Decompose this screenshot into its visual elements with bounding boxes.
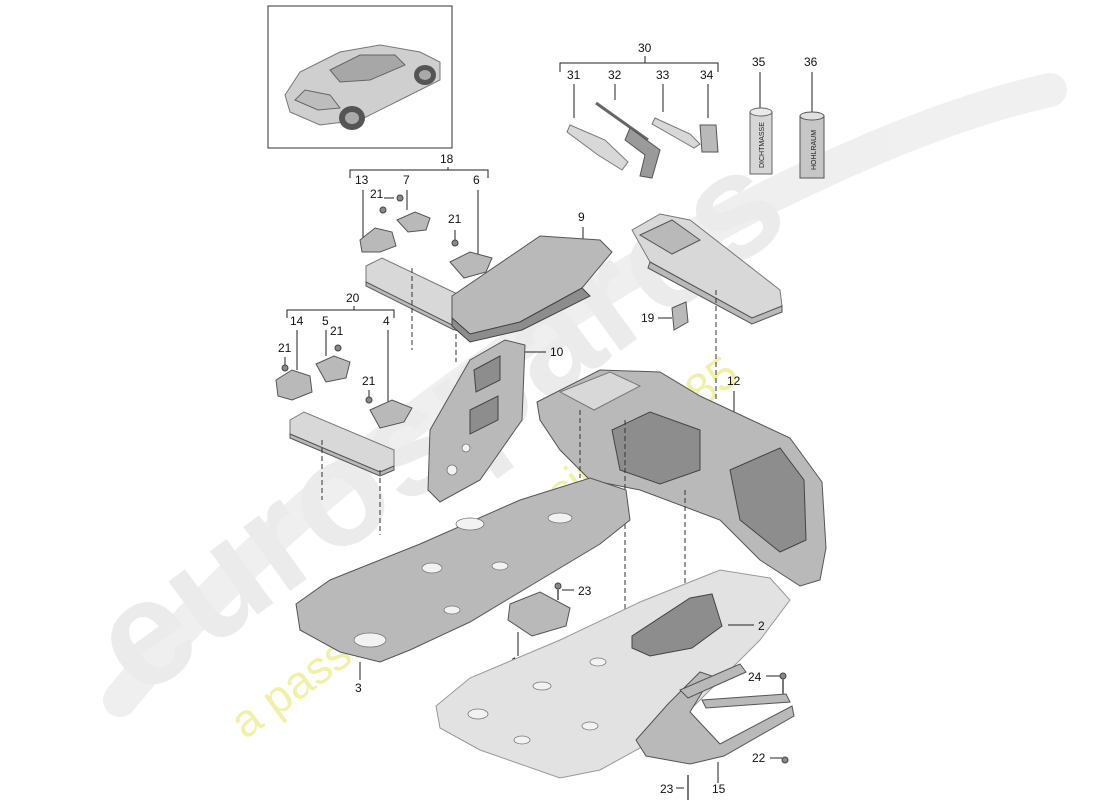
bracket-4	[369, 399, 413, 429]
bolt-icon	[554, 582, 562, 590]
bracket-14	[275, 369, 313, 401]
bracket-5	[315, 355, 351, 383]
callout-36: 36	[804, 55, 818, 69]
car-thumbnail	[267, 5, 453, 149]
rear-floor-panel	[536, 369, 827, 587]
cartridge-nozzle	[566, 124, 629, 171]
callout-15: 15	[712, 782, 726, 796]
callout-9: 9	[578, 210, 585, 224]
callout-32: 32	[608, 68, 622, 82]
callout-10: 10	[550, 345, 564, 359]
callout-21a: 21	[370, 187, 384, 201]
part-2: 2	[435, 569, 791, 779]
callout-6: 6	[473, 173, 480, 187]
callout-21d: 21	[278, 341, 292, 355]
bolt-icon	[451, 239, 459, 247]
bracket-16	[507, 591, 571, 637]
callout-12: 12	[727, 374, 741, 388]
caulking-gun-icon	[595, 101, 661, 179]
car-icon	[284, 44, 441, 130]
bolt-icon	[281, 364, 289, 372]
callout-23b: 23	[660, 782, 674, 796]
rear-frame	[635, 671, 795, 765]
bolt-icon	[779, 672, 787, 680]
callout-23a: 23	[578, 584, 592, 598]
callout-21b: 21	[448, 212, 462, 226]
callout-3: 3	[355, 681, 362, 695]
reinforcement-2	[631, 593, 723, 657]
part-9: 9	[451, 210, 613, 343]
callout-31: 31	[567, 68, 581, 82]
can-36: 36 HOHLRAUM	[799, 55, 825, 179]
callout-18: 18	[440, 152, 454, 166]
callout-35: 35	[752, 55, 766, 69]
callout-21e: 21	[362, 374, 376, 388]
callout-34: 34	[700, 68, 714, 82]
callout-13: 13	[355, 173, 369, 187]
bracket-6	[449, 251, 493, 279]
callout-2: 2	[758, 619, 765, 633]
callout-22: 22	[752, 751, 766, 765]
group-20: 20 14 5 21 4 21 21	[275, 291, 413, 535]
callout-24: 24	[748, 670, 762, 684]
part-10: 10	[427, 339, 564, 503]
callout-14: 14	[290, 314, 304, 328]
part-3: 3	[295, 477, 631, 695]
callout-33: 33	[656, 68, 670, 82]
callout-20: 20	[346, 291, 360, 305]
nozzle-tip	[651, 117, 701, 149]
bolt-icon	[365, 396, 373, 404]
bolt-icon	[379, 206, 387, 214]
can-35-label: DICHTMASSE	[759, 122, 766, 168]
part-15: 24 22 23 15	[635, 663, 795, 800]
kit-30-group: 30 31 32 33 34	[559, 41, 719, 179]
callout-21c: 21	[330, 324, 344, 338]
callout-30: 30	[638, 41, 652, 55]
bolt-icon	[781, 756, 789, 764]
can-36-label: HOHLRAUM	[811, 130, 818, 170]
callout-4: 4	[383, 314, 390, 328]
bracket-13	[359, 227, 397, 253]
can-35: 35 DICHTMASSE	[749, 55, 773, 175]
cap-icon	[699, 124, 719, 153]
bracket-7	[396, 211, 431, 233]
callout-5: 5	[322, 314, 329, 328]
main-floor-panel	[295, 477, 631, 663]
callout-19: 19	[641, 311, 655, 325]
bolt-icon	[396, 194, 404, 202]
part-19-assembly: 19	[631, 213, 783, 400]
bracket-19	[671, 301, 689, 331]
callout-7: 7	[403, 173, 410, 187]
bolt-icon	[334, 344, 342, 352]
